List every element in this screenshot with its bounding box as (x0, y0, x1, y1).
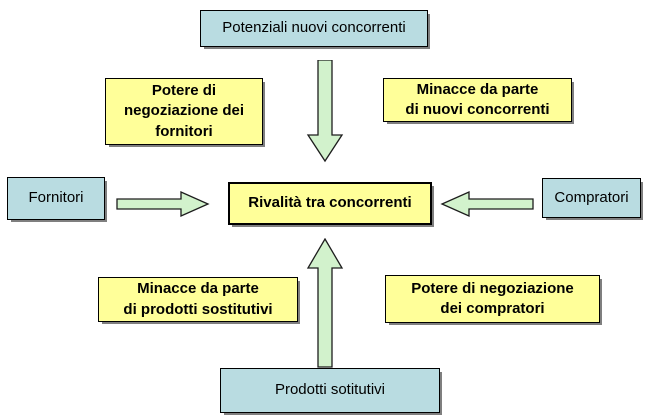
arrow-left-icon (440, 190, 534, 218)
arrow-right-icon (116, 190, 210, 218)
arrow-left-shape (440, 190, 534, 218)
box-buyers: Compratori (542, 178, 641, 218)
box-potential-new-entrants: Potenziali nuovi concorrenti (200, 10, 428, 47)
box-buyer-bargaining-power: Potere di negoziazione dei compratori (385, 275, 600, 323)
box-substitute-products: Prodotti sotitutivi (220, 368, 440, 413)
box-threat-of-new-entrants: Minacce da parte di nuovi concorrenti (383, 78, 572, 122)
box-supplier-bargaining-power: Potere di negoziazione dei fornitori (105, 78, 263, 145)
arrow-up-shape (306, 238, 344, 368)
arrow-down-shape (306, 60, 344, 163)
box-threat-of-substitutes: Minacce da parte di prodotti sostitutivi (98, 277, 298, 322)
arrow-up-icon (306, 238, 344, 368)
arrow-right-shape (116, 190, 210, 218)
box-suppliers: Fornitori (7, 177, 105, 220)
box-rivalry-among-competitors: Rivalità tra concorrenti (228, 182, 432, 225)
arrow-down-icon (306, 60, 344, 163)
